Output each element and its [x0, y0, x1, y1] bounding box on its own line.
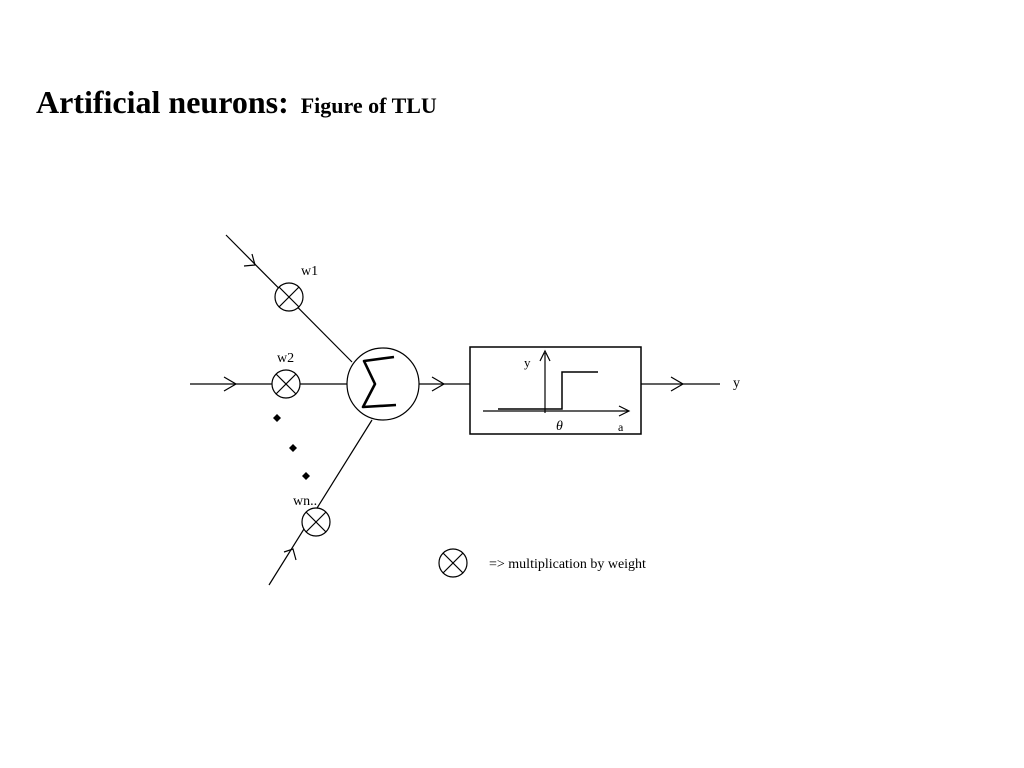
slide-title-sub: Figure of TLU	[300, 93, 437, 118]
threshold-label: θ	[556, 419, 563, 434]
ellipsis-dots	[273, 414, 310, 480]
sum-to-box-arrow	[431, 376, 446, 392]
output-label: y	[733, 376, 740, 391]
weight-label-2: w2	[277, 351, 294, 366]
input-arrow-n	[283, 548, 297, 561]
threshold-box	[469, 346, 642, 435]
weight-1-multiply-icon	[274, 282, 304, 312]
legend-text: => multiplication by weight	[489, 557, 646, 572]
input-arrow-2	[223, 376, 238, 392]
step-function-curve	[498, 371, 598, 410]
output-arrow	[670, 376, 685, 392]
weight-label-1: w1	[301, 264, 318, 279]
sigma-icon	[361, 355, 397, 409]
weight-2-multiply-icon	[271, 369, 301, 399]
weight-label-n: wn..	[293, 494, 317, 509]
step-plot-y-arrow	[539, 349, 551, 362]
weight-n-multiply-icon	[301, 507, 331, 537]
slide-title: Artificial neurons: Figure of TLU	[36, 84, 437, 121]
step-plot-x-arrow	[618, 405, 631, 417]
legend-multiply-icon	[438, 548, 468, 578]
step-plot-y-label: y	[524, 355, 531, 370]
input-arrow-1	[243, 253, 256, 267]
step-plot-x-label: a	[618, 420, 624, 434]
input-line-n	[268, 419, 373, 586]
slide-title-main: Artificial neurons:	[36, 84, 289, 120]
